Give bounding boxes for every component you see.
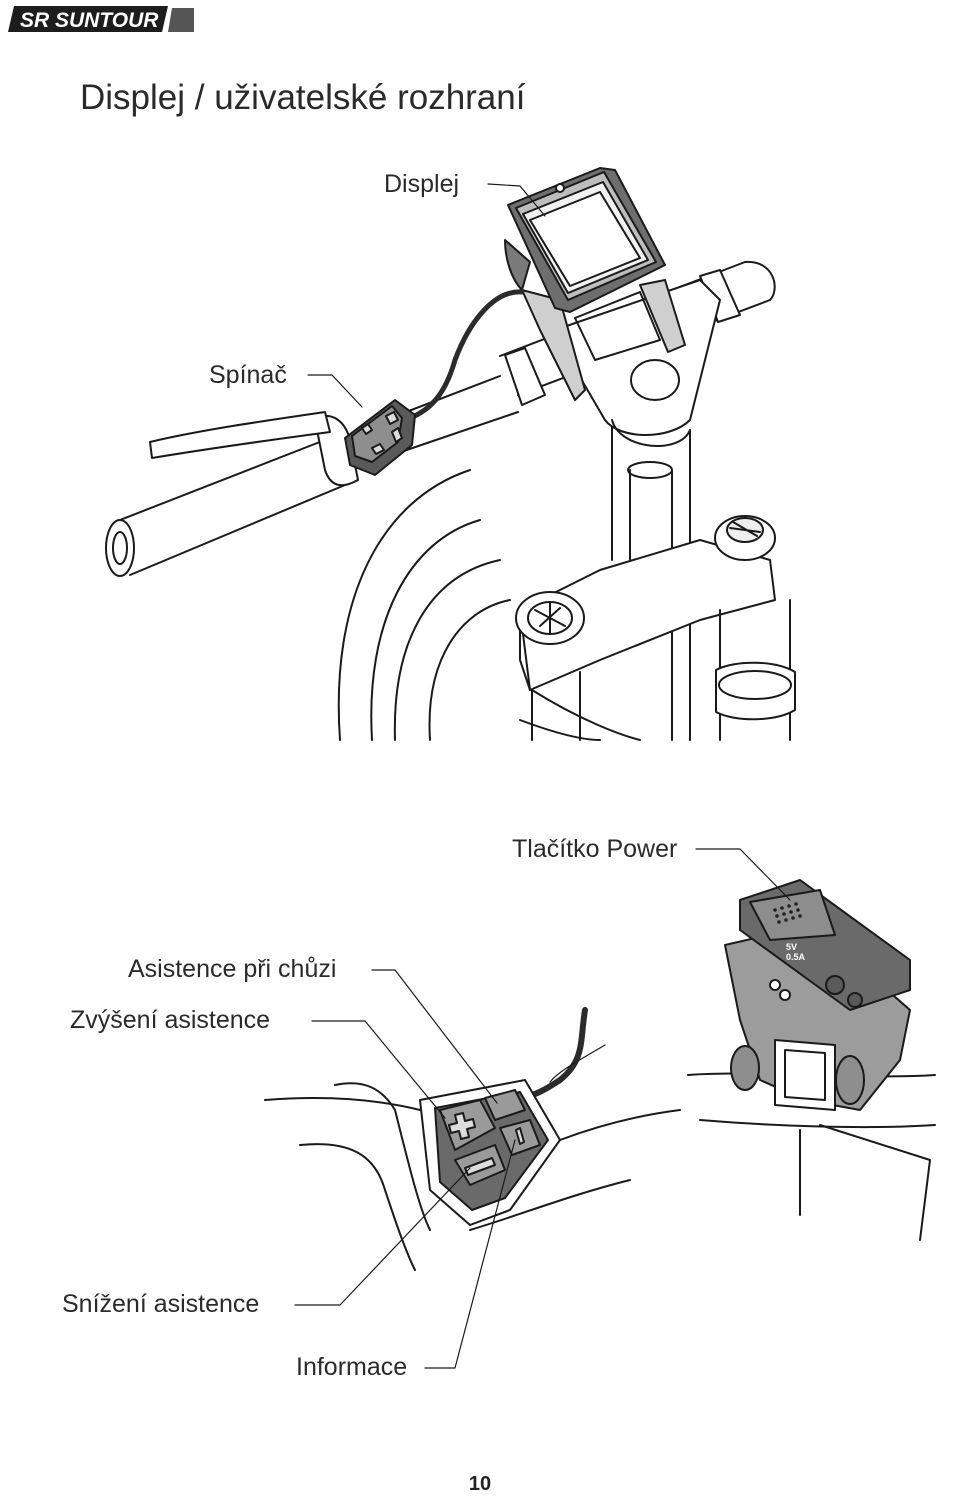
label-switch: Spínač	[209, 361, 287, 389]
page-title: Displej / uživatelské rozhraní	[80, 78, 526, 117]
mount-voltage-text: 5V	[786, 942, 797, 952]
label-info: Informace	[296, 1353, 408, 1381]
display-mount-illustration	[687, 848, 936, 1241]
mount-current-text: 0.5A	[786, 952, 806, 962]
handlebar-illustration	[105, 167, 796, 741]
label-walk-assist: Asistence při chůzi	[128, 955, 337, 983]
label-power-button: Tlačítko Power	[512, 835, 678, 863]
suntour-logo: SR SUNTOUR	[8, 4, 194, 34]
page-number: 10	[468, 1473, 492, 1495]
logo-text: SR SUNTOUR	[20, 9, 159, 32]
label-assist-down: Snížení asistence	[62, 1290, 260, 1318]
remote-switch-illustration	[264, 969, 681, 1369]
label-display: Displej	[384, 170, 460, 198]
label-assist-up: Zvýšení asistence	[70, 1006, 271, 1034]
